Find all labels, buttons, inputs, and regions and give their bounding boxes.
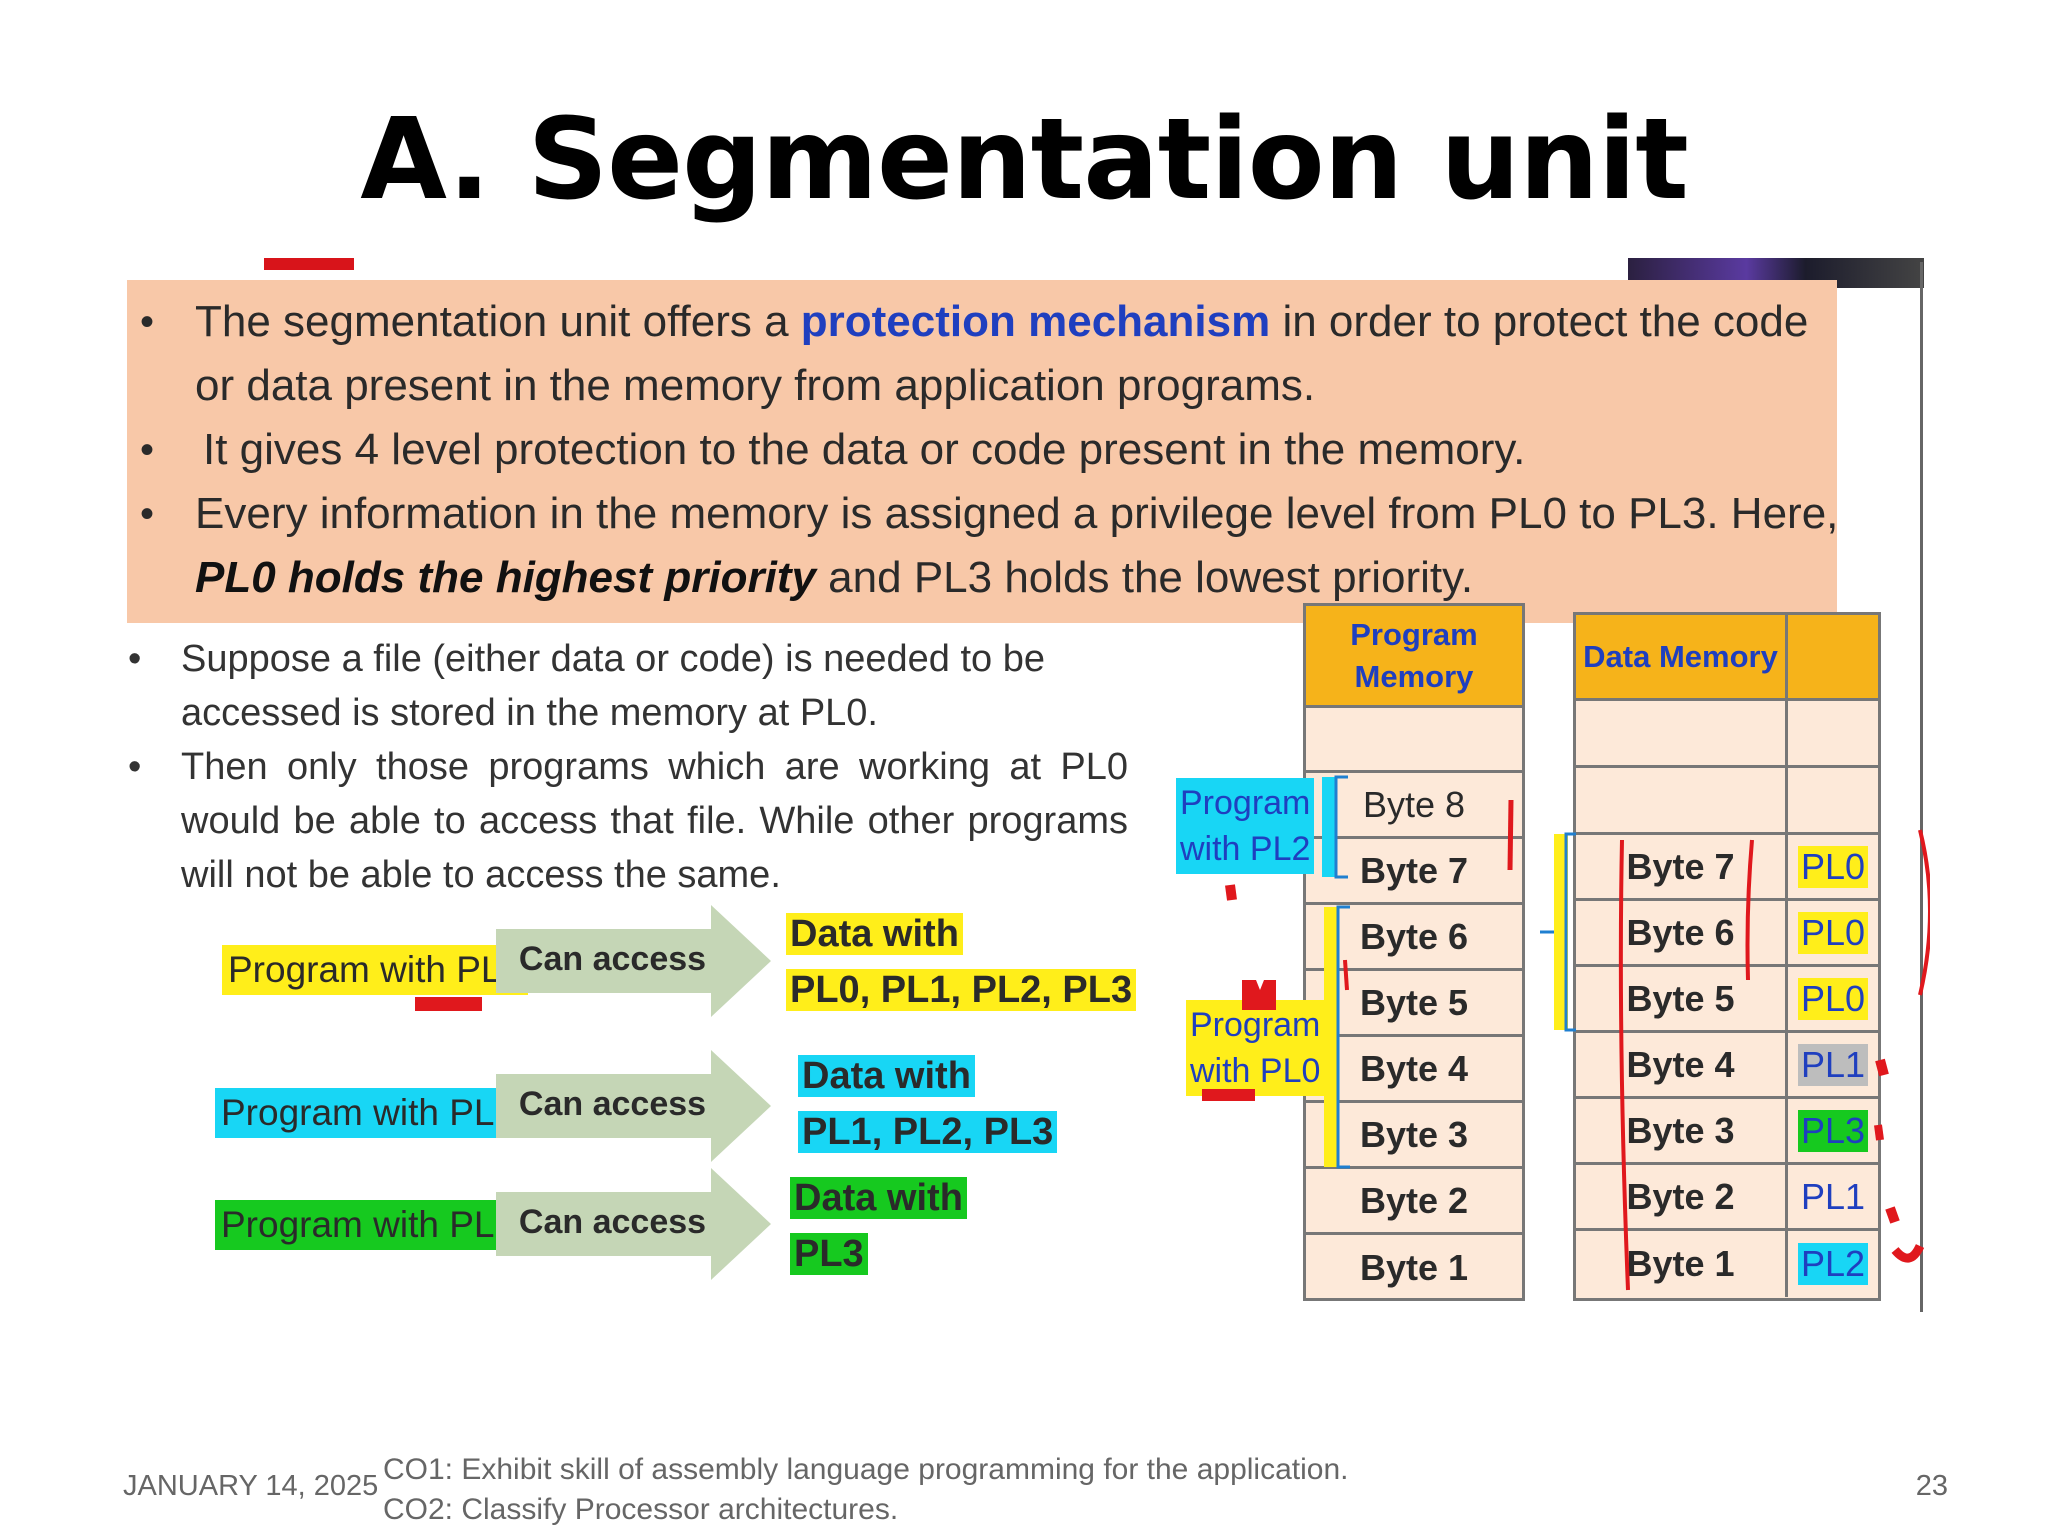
program-pl0-label: Program with PL0: [222, 945, 529, 995]
dm-row-empty-1: [1576, 701, 1878, 768]
pl-badge: PL0: [1797, 977, 1869, 1020]
pm-row-byte7: Byte 7: [1306, 839, 1522, 905]
pl0-bracket: [1324, 905, 1350, 1169]
top-bullet-1: • The segmentation unit offers a protect…: [140, 297, 1809, 410]
data-pl0-bracket: [1540, 832, 1576, 1032]
pm-row-byte3: Byte 3: [1306, 1103, 1522, 1169]
highlight-box: [127, 280, 1837, 623]
embedded-slide-border: [1920, 262, 1923, 1312]
left-bullet-2: •Then only those programs which are work…: [128, 746, 1128, 896]
footer-course-outcomes: CO1: Exhibit skill of assembly language …: [383, 1450, 1348, 1530]
data-memory-header: Data Memory: [1576, 615, 1878, 701]
can-access-1: Can access: [518, 940, 707, 978]
left-bullet-list: •Suppose a file (either data or code) is…: [128, 632, 1128, 902]
data-pl1-label: Data with PL1, PL2, PL3: [798, 1048, 1058, 1160]
can-access-2: Can access: [518, 1085, 707, 1123]
pm-row-byte4: Byte 4: [1306, 1037, 1522, 1103]
pm-row-empty: [1306, 708, 1522, 773]
pm-row-byte6: Byte 6: [1306, 905, 1522, 971]
access-arrow-3: [496, 1168, 771, 1280]
pl-badge: PL2: [1797, 1243, 1869, 1285]
program-pl1-label: Program with PL1: [215, 1088, 522, 1138]
pl2-bracket: [1322, 775, 1348, 879]
access-arrow-1: [496, 905, 771, 1017]
access-arrow-2: [496, 1050, 771, 1162]
pl-badge: PL1: [1797, 1043, 1869, 1086]
data-pl0-label: Data with PL0, PL1, PL2, PL3: [786, 906, 1137, 1018]
pm-row-byte1: Byte 1: [1359, 1247, 1469, 1288]
data-pl3-label: Data with PL3: [790, 1170, 967, 1282]
pl-badge: PL1: [1800, 1175, 1866, 1217]
footer-co1: CO1: Exhibit skill of assembly language …: [383, 1453, 1349, 1486]
footer-date: JANUARY 14, 2025: [123, 1470, 379, 1502]
dm-row-empty-2: [1576, 768, 1878, 835]
red-mark-top: [264, 258, 354, 270]
left-bullet-1: •Suppose a file (either data or code) is…: [128, 638, 1046, 734]
page-number: 23: [1915, 1470, 1948, 1502]
pl-badge: PL0: [1797, 845, 1869, 888]
slide-title: A. Segmentation unit: [360, 95, 1689, 225]
red-annotations: [1202, 799, 1930, 1291]
red-underline-mark: [415, 997, 482, 1011]
top-bullet-list: • The segmentation unit offers a protect…: [140, 290, 1840, 610]
pm-row-byte5: Byte 5: [1306, 971, 1522, 1037]
pl-badge: PL3: [1797, 1109, 1869, 1152]
protection-mechanism-highlight: protection mechanism: [800, 297, 1271, 346]
pm-row-byte2: Byte 2: [1306, 1169, 1522, 1235]
top-bullet-3: • Every information in the memory is ass…: [140, 489, 1839, 602]
pl-badge: PL0: [1797, 911, 1869, 954]
can-access-3: Can access: [518, 1203, 707, 1241]
footer-co2: CO2: Classify Processor architectures.: [383, 1493, 899, 1526]
pm-row-byte8: Byte 8: [1306, 773, 1522, 839]
top-bullet-2: • It gives 4 level protection to the dat…: [140, 425, 1526, 474]
program-pl3-label: Program with PL3: [215, 1200, 522, 1250]
